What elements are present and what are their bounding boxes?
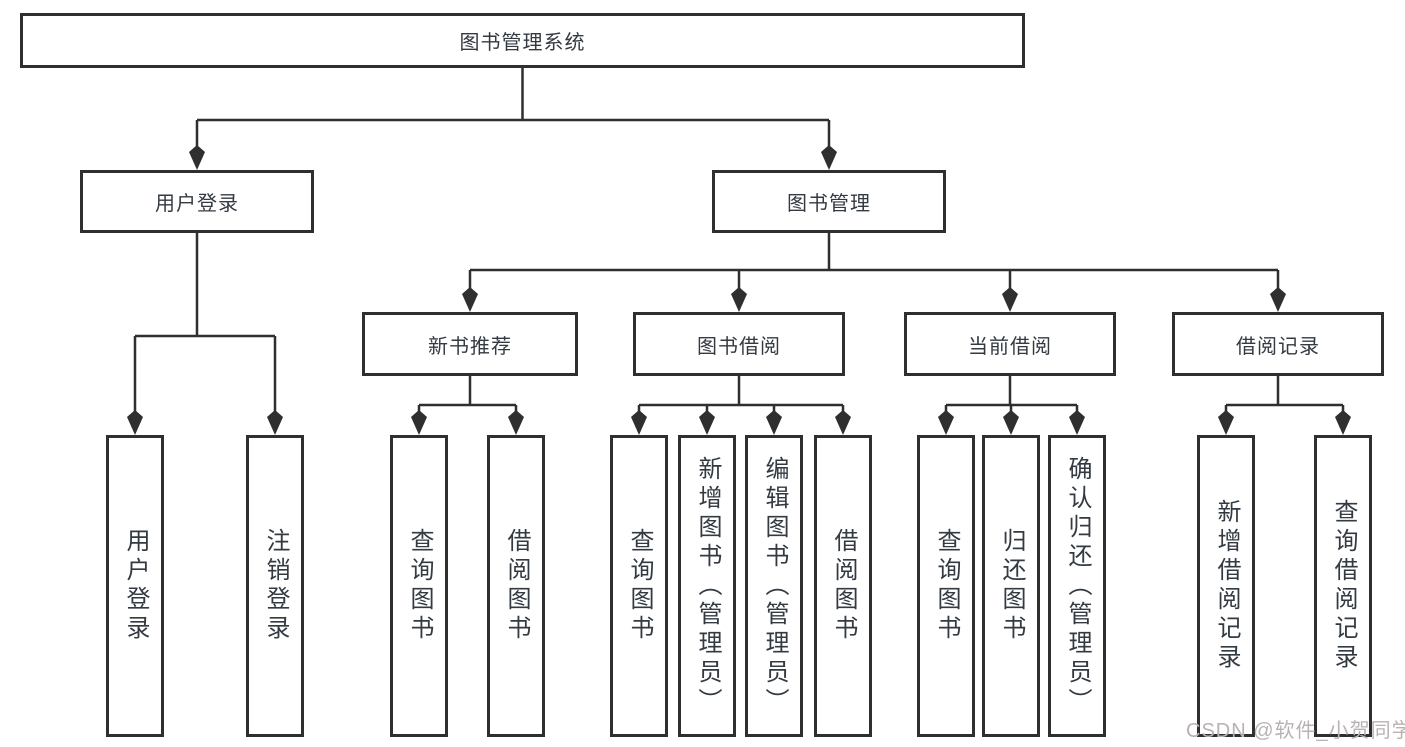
leaf-borrow-book-2: 借阅图书 [814,435,872,737]
leaf-query-borrow-record: 查询借阅记录 [1314,435,1372,737]
connector-new-book-recommend [417,376,518,413]
arrowheads [127,145,1351,435]
connector-user-login [133,233,277,413]
leaf-query-book-2: 查询图书 [610,435,668,737]
leaf-return-book: 归还图书 [982,435,1040,737]
leaf-confirm-return-admin: 确认归还（管理员） [1048,435,1106,737]
leaf-user-login: 用户登录 [106,435,164,737]
connector-book-management [468,233,1280,290]
connector-current-borrow [944,376,1079,413]
node-root: 图书管理系统 [20,13,1025,68]
node-current-borrow: 当前借阅 [904,312,1116,376]
leaf-query-book-1: 查询图书 [390,435,448,737]
csdn-watermark: CSDN @软件_小贺同学 [1186,720,1405,742]
connector-borrow-record [1224,376,1345,413]
node-new-book-recommend: 新书推荐 [362,312,578,376]
node-user-login: 用户登录 [80,170,314,233]
leaf-add-book-admin: 新增图书（管理员） [678,435,736,737]
leaf-query-book-3: 查询图书 [917,435,975,737]
node-book-management: 图书管理 [712,170,946,233]
leaf-edit-book-admin: 编辑图书（管理员） [745,435,803,737]
node-borrow-record: 借阅记录 [1172,312,1384,376]
connector-root [195,68,831,148]
node-book-borrow: 图书借阅 [633,312,845,376]
leaf-logout: 注销登录 [246,435,304,737]
leaf-add-borrow-record: 新增借阅记录 [1197,435,1255,737]
connector-book-borrow [637,376,845,413]
leaf-borrow-book-1: 借阅图书 [487,435,545,737]
